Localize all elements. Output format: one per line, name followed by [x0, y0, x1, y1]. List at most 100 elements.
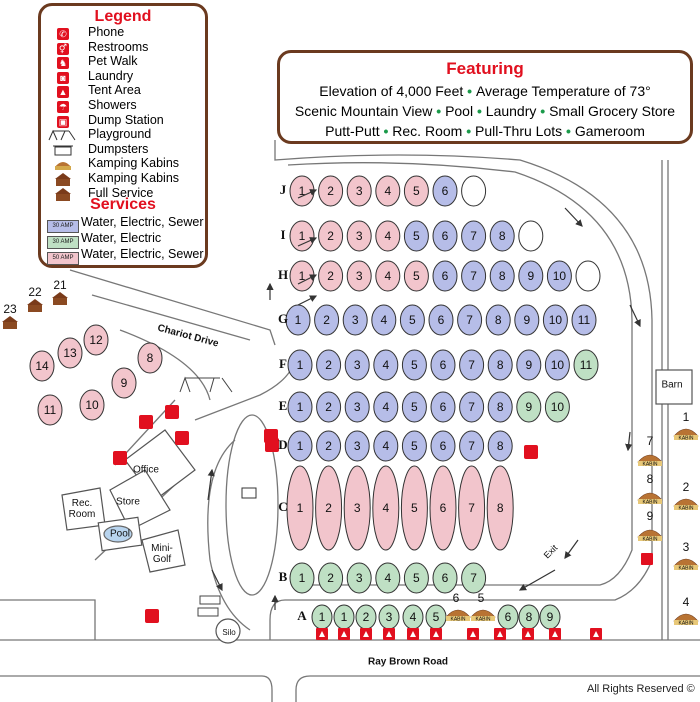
- campsite[interactable]: [430, 349, 456, 381]
- campsite[interactable]: [318, 562, 344, 594]
- campsite[interactable]: [403, 220, 429, 252]
- bullet: •: [562, 123, 575, 139]
- campsite[interactable]: [401, 391, 427, 423]
- campsite[interactable]: [518, 260, 544, 292]
- campsite[interactable]: [371, 304, 397, 336]
- campsite[interactable]: [461, 260, 487, 292]
- campsite[interactable]: [318, 220, 344, 252]
- campsite[interactable]: [342, 304, 368, 336]
- campsite[interactable]: [314, 304, 340, 336]
- campsite[interactable]: [461, 220, 487, 252]
- campsite[interactable]: [343, 465, 371, 551]
- campsite[interactable]: [432, 175, 458, 207]
- campsite[interactable]: [430, 430, 456, 462]
- campsite[interactable]: [287, 430, 313, 462]
- cabin-icon: [52, 292, 68, 298]
- campsite[interactable]: [346, 175, 372, 207]
- campsite[interactable]: [487, 391, 513, 423]
- campsite[interactable]: [573, 349, 599, 381]
- cabin-site[interactable]: [111, 367, 137, 399]
- campsite[interactable]: [286, 465, 314, 551]
- campsite[interactable]: [400, 465, 428, 551]
- campsite[interactable]: [575, 260, 601, 292]
- campsite[interactable]: [457, 304, 483, 336]
- campsite[interactable]: [403, 260, 429, 292]
- campsite[interactable]: [346, 260, 372, 292]
- campsite[interactable]: [544, 391, 570, 423]
- campsite-number: 10: [553, 269, 567, 283]
- campsite[interactable]: [372, 465, 400, 551]
- campsite[interactable]: [318, 175, 344, 207]
- campsite-number: 3: [352, 313, 359, 327]
- campsite[interactable]: [458, 465, 486, 551]
- campsite[interactable]: [344, 430, 370, 462]
- cabin-site[interactable]: [29, 350, 55, 382]
- campsite[interactable]: [403, 562, 429, 594]
- featuring-item: Average Temperature of 73°: [475, 83, 651, 99]
- campsite[interactable]: [344, 391, 370, 423]
- tent-glyph: [363, 631, 369, 637]
- campsite[interactable]: [316, 391, 342, 423]
- campsite[interactable]: [430, 391, 456, 423]
- cabin-body: [53, 298, 67, 305]
- campsite[interactable]: [316, 430, 342, 462]
- campsite[interactable]: [485, 304, 511, 336]
- campsite[interactable]: [516, 391, 542, 423]
- amenity-icon: [265, 438, 279, 452]
- row-label-j: J: [280, 182, 287, 197]
- campsite[interactable]: [399, 304, 425, 336]
- campsite[interactable]: [571, 304, 597, 336]
- campsite[interactable]: [544, 349, 570, 381]
- campsite[interactable]: [489, 220, 515, 252]
- campsite[interactable]: [375, 562, 401, 594]
- campsite[interactable]: [459, 430, 485, 462]
- campsite[interactable]: [459, 349, 485, 381]
- campsite[interactable]: [373, 349, 399, 381]
- campsite[interactable]: [461, 562, 487, 594]
- campsite[interactable]: [287, 391, 313, 423]
- cabin-site[interactable]: [79, 389, 105, 421]
- campsite[interactable]: [289, 562, 315, 594]
- campsite[interactable]: [489, 260, 515, 292]
- campsite[interactable]: [542, 304, 568, 336]
- campsite[interactable]: [546, 260, 572, 292]
- campsite[interactable]: [516, 349, 542, 381]
- campsite[interactable]: [486, 465, 514, 551]
- cabin-site[interactable]: [137, 342, 163, 374]
- campsite[interactable]: [514, 304, 540, 336]
- campsite[interactable]: [346, 220, 372, 252]
- campsite[interactable]: [403, 175, 429, 207]
- campsite[interactable]: [497, 604, 519, 630]
- campsite[interactable]: [429, 465, 457, 551]
- campsite[interactable]: [289, 220, 315, 252]
- cabin-site[interactable]: [57, 337, 83, 369]
- campsite[interactable]: [318, 260, 344, 292]
- campsite[interactable]: [373, 430, 399, 462]
- campsite[interactable]: [459, 391, 485, 423]
- campsite[interactable]: [487, 349, 513, 381]
- campsite[interactable]: [287, 349, 313, 381]
- cabin-site[interactable]: [83, 324, 109, 356]
- campsite[interactable]: [316, 349, 342, 381]
- campsite[interactable]: [375, 260, 401, 292]
- campsite[interactable]: [373, 391, 399, 423]
- campsite[interactable]: [518, 220, 544, 252]
- campsite[interactable]: [346, 562, 372, 594]
- campsite[interactable]: [432, 260, 458, 292]
- campsite[interactable]: [375, 220, 401, 252]
- cabin-number: 10: [85, 398, 99, 412]
- barn-building: [655, 369, 693, 405]
- campsite[interactable]: [428, 304, 454, 336]
- campsite[interactable]: [315, 465, 343, 551]
- cabin-site[interactable]: [37, 394, 63, 426]
- campsite[interactable]: [487, 430, 513, 462]
- kabin-number: 3: [683, 540, 690, 554]
- campsite[interactable]: [461, 175, 487, 207]
- campsite[interactable]: [432, 562, 458, 594]
- campsite[interactable]: [344, 349, 370, 381]
- campsite[interactable]: [432, 220, 458, 252]
- campsite[interactable]: [401, 349, 427, 381]
- campsite[interactable]: [375, 175, 401, 207]
- service-label: Water, Electric, Sewer: [81, 215, 204, 229]
- campsite[interactable]: [401, 430, 427, 462]
